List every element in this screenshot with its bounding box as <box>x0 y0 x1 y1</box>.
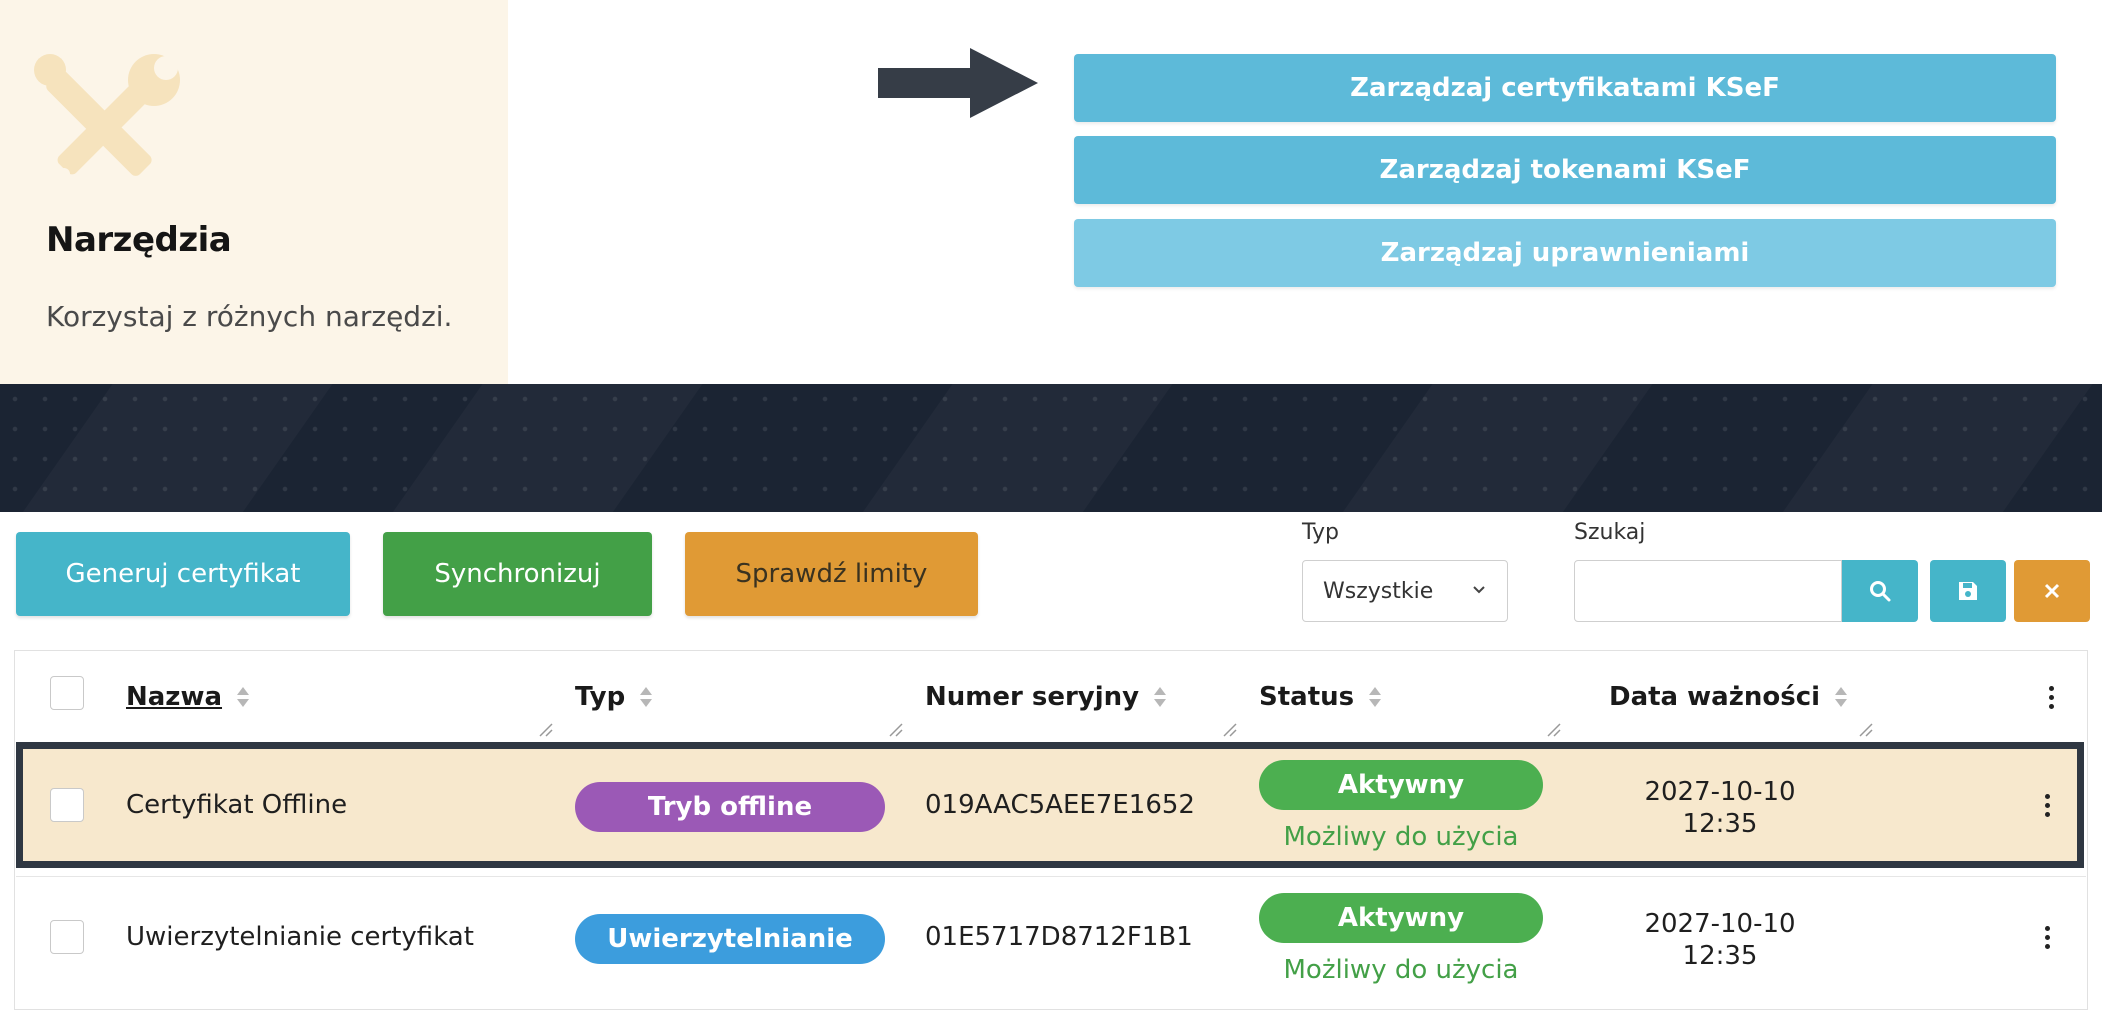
sort-icon <box>1369 687 1382 707</box>
column-header-serial[interactable]: Numer seryjny <box>925 682 1167 712</box>
column-header-name[interactable]: Nazwa <box>126 682 250 712</box>
type-badge: Tryb offline <box>575 782 885 832</box>
column-header-type[interactable]: Typ <box>575 682 653 712</box>
type-filter-value: Wszystkie <box>1323 578 1434 604</box>
search-icon <box>1870 581 1891 602</box>
type-badge: Uwierzytelnianie <box>575 914 885 964</box>
tools-description: Korzystaj z różnych narzędzi. <box>46 300 453 333</box>
tools-card: Narzędzia Korzystaj z różnych narzędzi. <box>0 0 508 384</box>
status-badge: Aktywny <box>1259 760 1543 810</box>
generate-certificate-button[interactable]: Generuj certyfikat <box>16 532 350 616</box>
tools-section: Narzędzia Korzystaj z różnych narzędzi. … <box>0 0 2102 384</box>
search-label: Szukaj <box>1574 520 1646 545</box>
resize-handle-icon[interactable] <box>1546 722 1562 738</box>
check-limits-button[interactable]: Sprawdź limity <box>685 532 978 616</box>
manage-tokens-button[interactable]: Zarządzaj tokenami KSeF <box>1074 136 2056 204</box>
row-name: Uwierzytelnianie certyfikat <box>126 922 474 952</box>
resize-handle-icon[interactable] <box>888 722 904 738</box>
status-note: Możliwy do użycia <box>1283 955 1519 985</box>
save-filter-button[interactable] <box>1930 560 2006 622</box>
row-expiry-time: 12:35 <box>1682 809 1758 839</box>
row-expiry-time: 12:35 <box>1682 941 1758 971</box>
arrow-right-icon <box>878 48 1038 118</box>
resize-handle-icon[interactable] <box>1222 722 1238 738</box>
column-header-expiry[interactable]: Data ważności <box>1609 682 1848 712</box>
save-icon <box>1959 582 1977 600</box>
select-all-checkbox[interactable] <box>50 676 84 710</box>
manage-permissions-button[interactable]: Zarządzaj uprawnieniami <box>1074 219 2056 287</box>
status-note: Możliwy do użycia <box>1283 822 1519 852</box>
sort-icon <box>1154 687 1167 707</box>
row-checkbox[interactable] <box>50 920 84 954</box>
row-divider <box>16 876 2086 877</box>
search-input[interactable] <box>1574 560 1842 622</box>
chevron-down-icon <box>1473 586 1485 594</box>
tools-icon <box>34 54 180 180</box>
synchronize-button[interactable]: Synchronizuj <box>383 532 652 616</box>
row-menu-icon[interactable] <box>2043 926 2051 953</box>
close-icon <box>2044 583 2060 599</box>
type-filter-select[interactable]: Wszystkie <box>1302 560 1508 622</box>
row-serial: 019AAC5AEE7E1652 <box>925 790 1195 820</box>
table-row-highlighted[interactable] <box>16 742 2084 868</box>
row-menu-icon[interactable] <box>2043 794 2051 821</box>
decorative-banner <box>0 384 2102 512</box>
row-name: Certyfikat Offline <box>126 790 348 820</box>
resize-handle-icon[interactable] <box>1858 722 1874 738</box>
row-expiry-date: 2027-10-10 <box>1644 909 1796 939</box>
row-serial: 01E5717D8712F1B1 <box>925 922 1193 952</box>
sort-icon <box>1835 687 1848 707</box>
tools-title: Narzędzia <box>46 220 232 260</box>
sort-icon <box>237 687 250 707</box>
sort-icon <box>640 687 653 707</box>
columns-menu-icon[interactable] <box>2047 686 2055 713</box>
search-button[interactable] <box>1842 560 1918 622</box>
type-filter-label: Typ <box>1302 520 1339 545</box>
resize-handle-icon[interactable] <box>538 722 554 738</box>
column-header-status[interactable]: Status <box>1259 682 1382 712</box>
row-checkbox[interactable] <box>50 788 84 822</box>
manage-certificates-button[interactable]: Zarządzaj certyfikatami KSeF <box>1074 54 2056 122</box>
clear-filter-button[interactable] <box>2014 560 2090 622</box>
status-badge: Aktywny <box>1259 893 1543 943</box>
row-expiry-date: 2027-10-10 <box>1644 777 1796 807</box>
